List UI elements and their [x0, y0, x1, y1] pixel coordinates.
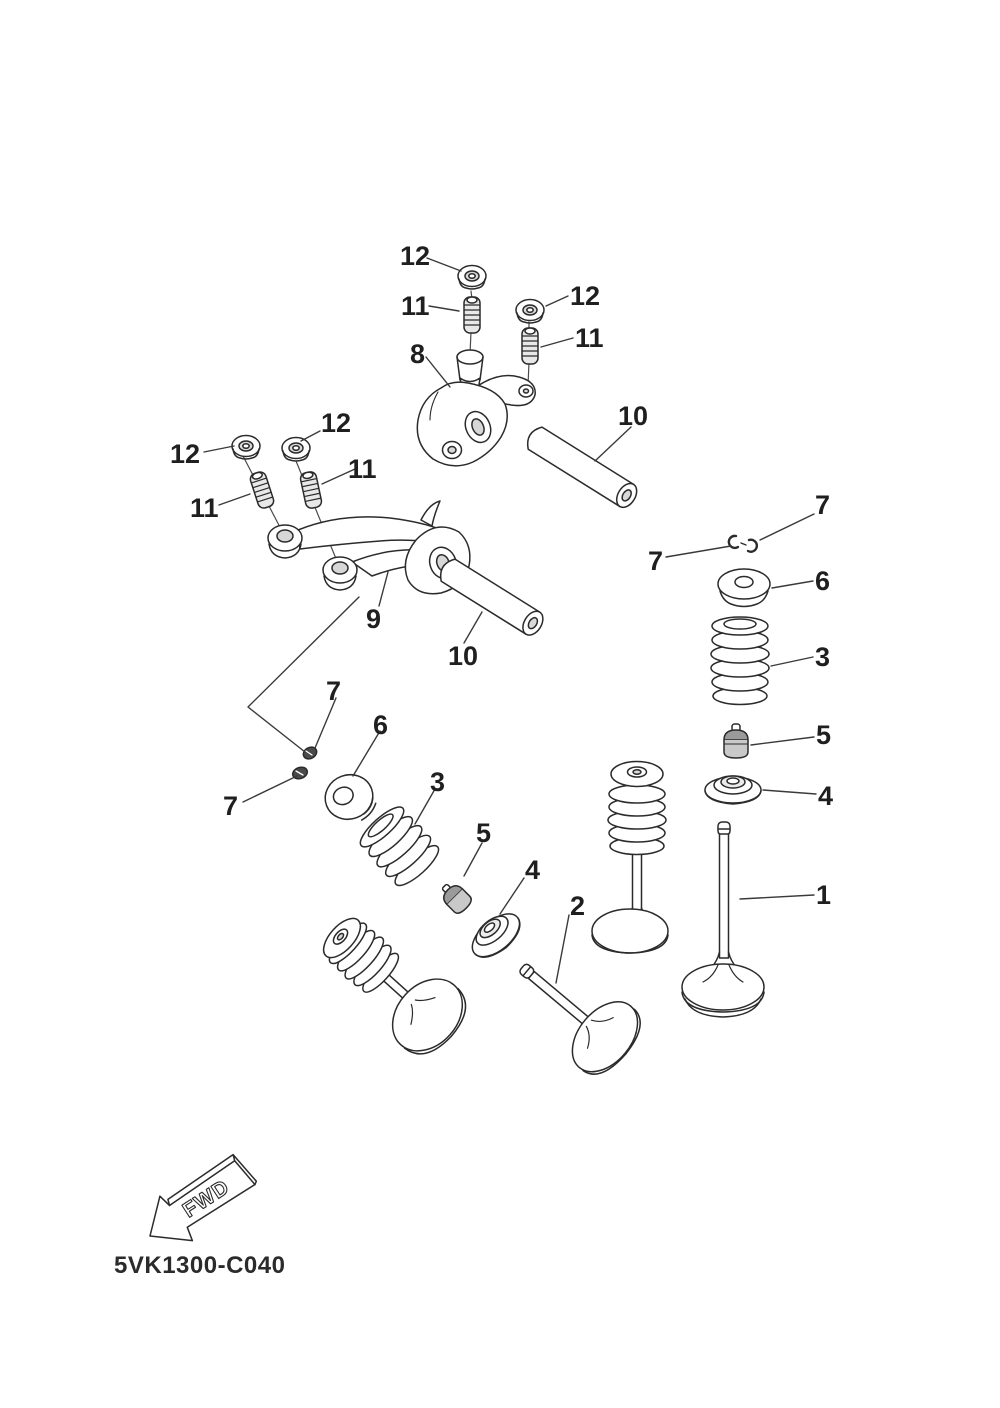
callout-8: 8: [410, 339, 426, 369]
callout-11-d: 11: [348, 454, 377, 484]
adjuster-screw-drawing-1: [463, 296, 481, 334]
valve-spring-drawing-right: [710, 616, 770, 706]
callout-12-b: 12: [570, 281, 601, 311]
callout-5-b: 5: [476, 818, 492, 848]
rocker-arm-2-drawing: [267, 500, 471, 595]
callout-leader-lines: [203, 257, 817, 984]
locknut-drawing-1: [457, 264, 487, 290]
callout-1: 1: [816, 880, 832, 910]
assembled-valve-spring-drawing-vertical: [591, 760, 669, 954]
callout-10-b: 10: [448, 641, 479, 671]
valve-stem-seal-drawing-middle: [441, 883, 472, 914]
valve-stem-seal-drawing-right: [723, 723, 749, 759]
callout-12-d: 12: [321, 408, 352, 438]
callout-12-c: 12: [170, 439, 201, 469]
locknut-drawing-2: [515, 298, 545, 324]
callout-6-b: 6: [373, 710, 389, 740]
callout-3-b: 3: [430, 767, 446, 797]
adjuster-screw-drawing-2: [521, 327, 539, 365]
callout-7-d: 7: [223, 791, 239, 821]
callout-10-a: 10: [618, 401, 649, 431]
rocker-arm-1-drawing: [416, 349, 536, 467]
callout-7-b: 7: [648, 546, 664, 576]
assembled-valve-spring-drawing-tilted: [322, 917, 467, 1055]
callout-4-b: 4: [525, 855, 541, 885]
valve-cotters-drawing-middle: [291, 746, 318, 780]
drawing-code: 5VK1300-C040: [114, 1252, 286, 1279]
callout-11-a: 11: [401, 291, 430, 321]
rocker-shaft-drawing-upper: [526, 426, 638, 509]
intake-valve-drawing: [681, 821, 765, 1018]
spring-seat-drawing-middle: [471, 913, 521, 958]
callout-3-a: 3: [815, 642, 831, 672]
callout-9: 9: [366, 604, 382, 634]
spring-retainer-drawing-middle: [324, 774, 377, 821]
adjuster-screw-drawing-3: [249, 471, 275, 509]
callout-4-a: 4: [818, 781, 834, 811]
valve-spring-drawing-middle: [359, 806, 440, 887]
callout-12-a: 12: [400, 241, 431, 271]
callout-5-a: 5: [816, 720, 832, 750]
callout-11-c: 11: [190, 493, 219, 523]
callout-2: 2: [570, 891, 586, 921]
callout-11-b: 11: [575, 323, 604, 353]
callout-7-c: 7: [326, 676, 342, 706]
fwd-arrow: FWD: [149, 1153, 258, 1242]
exhaust-valve-drawing: [519, 963, 641, 1075]
rocker-shaft-drawing-lower: [439, 558, 544, 636]
spring-retainer-drawing-right: [717, 568, 771, 608]
callout-7-a: 7: [815, 490, 831, 520]
locknut-drawing-4: [281, 436, 311, 462]
adjuster-screw-drawing-4: [299, 471, 323, 509]
callout-6-a: 6: [815, 566, 831, 596]
spring-seat-drawing-right: [704, 775, 762, 805]
locknut-drawing-3: [231, 434, 261, 460]
valve-cotters-drawing-right: [727, 534, 759, 553]
